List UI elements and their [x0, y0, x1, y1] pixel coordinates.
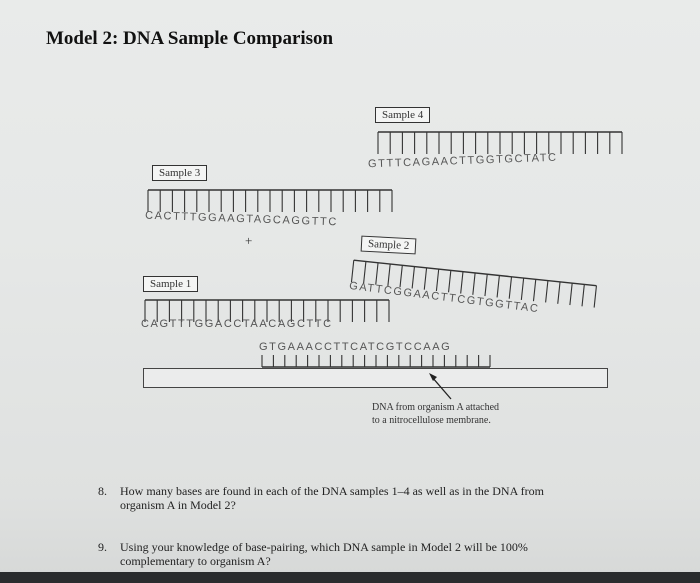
membrane-caption: DNA from organism A attached to a nitroc… — [372, 401, 499, 427]
base-tooth — [363, 261, 367, 284]
base-tooth — [387, 263, 391, 286]
question-text-line: Using your knowledge of base-pairing, wh… — [120, 540, 528, 554]
base-tooth — [411, 266, 415, 289]
base-tooth — [520, 277, 525, 300]
base-tooth — [399, 265, 403, 288]
sample-2-label: Sample 2 — [360, 235, 417, 255]
question-9: 9. Using your knowledge of base-pairing,… — [98, 540, 658, 572]
organism-a-sequence: GTGAAACCTTCATCGTCCAAG — [259, 341, 452, 353]
base-tooth — [375, 262, 379, 285]
question-number: 9. — [98, 540, 107, 554]
base-tooth — [545, 280, 549, 303]
question-number: 8. — [98, 484, 107, 498]
organism-a-strand — [261, 355, 491, 368]
base-tooth — [532, 279, 537, 302]
sample-1-sequence: CAGTTTGGACCTAACAGCTTC — [141, 318, 333, 330]
base-tooth — [460, 271, 464, 294]
strand-backbone — [353, 259, 597, 287]
base-tooth — [472, 272, 476, 295]
base-tooth — [435, 269, 440, 292]
sample-4-strand — [377, 131, 623, 154]
base-tooth — [423, 267, 428, 290]
sample-3-label: Sample 3 — [152, 165, 208, 181]
page-title: Model 2: DNA Sample Comparison — [46, 28, 334, 49]
sample-4-label: Sample 4 — [375, 107, 431, 123]
question-text-line: How many bases are found in each of the … — [120, 484, 544, 498]
sample-1-strand — [144, 299, 390, 322]
base-tooth — [496, 275, 500, 298]
base-tooth — [593, 285, 597, 308]
base-tooth — [581, 284, 585, 307]
base-tooth — [484, 274, 488, 297]
pointer-arrow-icon — [429, 373, 452, 400]
sample-2-strand — [350, 259, 597, 308]
base-tooth — [557, 281, 561, 304]
question-8: 8. How many bases are found in each of t… — [98, 484, 658, 516]
sample-1-label: Sample 1 — [143, 276, 199, 292]
caption-line-2: to a nitrocellulose membrane. — [372, 415, 491, 426]
base-tooth — [508, 276, 513, 299]
photo-edge — [0, 572, 700, 583]
base-tooth — [569, 283, 573, 306]
nitrocellulose-membrane — [143, 368, 608, 388]
sample-3-strand — [147, 189, 393, 212]
caption-line-1: DNA from organism A attached — [372, 402, 500, 413]
base-tooth — [350, 260, 355, 283]
question-text-line: organism A in Model 2? — [120, 498, 236, 512]
base-tooth — [447, 270, 452, 293]
plus-symbol: + — [245, 233, 253, 248]
question-text-line: complementary to organism A? — [120, 554, 271, 568]
